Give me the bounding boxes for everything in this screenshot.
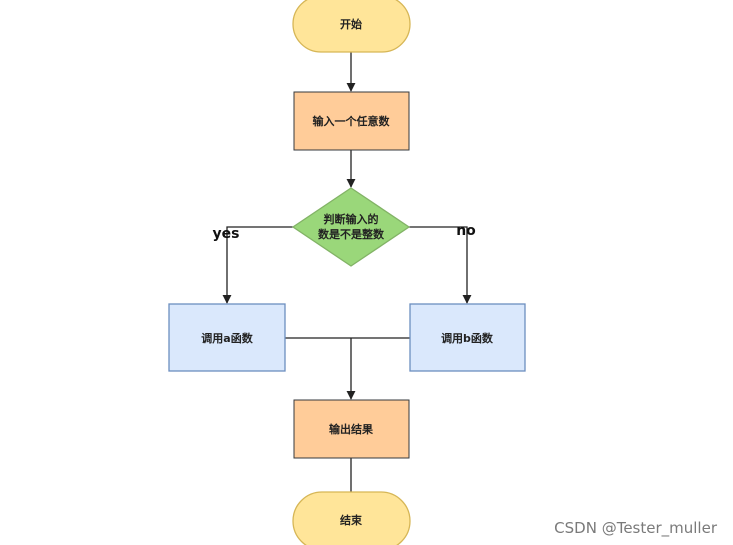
func-a-node: 调用a函数 (168, 303, 286, 372)
decision-label-line1: 判断输入的 (324, 212, 379, 226)
start-label: 开始 (340, 17, 362, 31)
start-node: 开始 (292, 0, 411, 53)
end-label: 结束 (339, 513, 363, 527)
func-b-node: 调用b函数 (409, 303, 526, 372)
branch-no-label: no (456, 223, 476, 239)
output-label: 输出结果 (329, 422, 373, 436)
decision-node: 判断输入的 数是不是整数 (291, 187, 411, 267)
watermark: CSDN @Tester_muller (554, 519, 717, 537)
edge-decision-no (409, 226, 472, 304)
decision-label-line2: 数是不是整数 (318, 227, 385, 241)
end-node: 结束 (292, 491, 411, 545)
func-b-label: 调用b函数 (441, 331, 494, 345)
input-node: 输入一个任意数 (293, 91, 410, 151)
edges (222, 52, 472, 492)
input-label: 输入一个任意数 (313, 114, 391, 128)
output-node: 输出结果 (293, 399, 410, 459)
edge-decision-yes (222, 226, 293, 304)
branch-yes-label: yes (213, 226, 240, 242)
func-a-label: 调用a函数 (201, 331, 253, 345)
